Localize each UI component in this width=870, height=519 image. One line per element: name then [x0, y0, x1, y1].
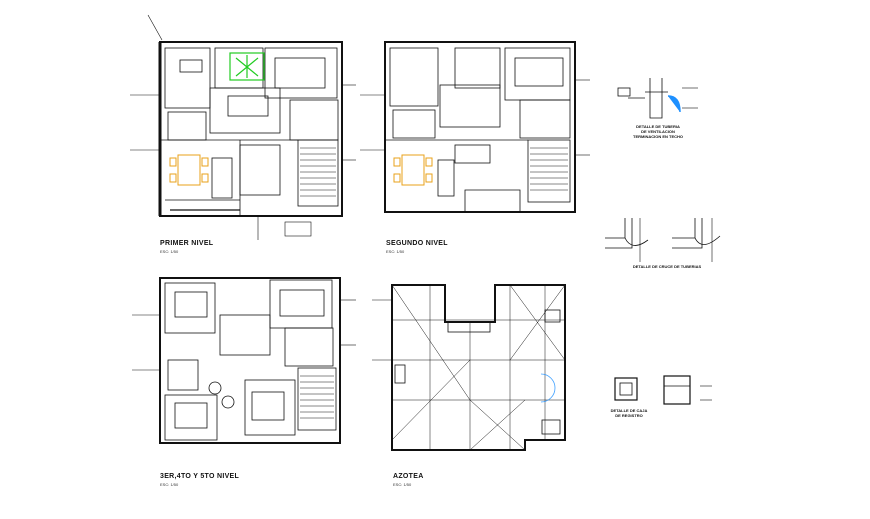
note-registro: DETALLE DE CAJA DE REGISTRO: [598, 408, 660, 418]
note-registro-line-2: DE REGISTRO: [615, 413, 643, 418]
note-cruce: DETALLE DE CRUCE DE TUBERIAS: [612, 264, 722, 269]
note-ventilacion: DETALLE DE TUBERIA DE VENTILACION TERMIN…: [612, 124, 704, 139]
note-registro-line-1: DETALLE DE CAJA: [610, 408, 648, 413]
plan-title-segundo: SEGUNDO NIVEL: [386, 240, 448, 247]
plan-azotea: [372, 284, 566, 451]
note-ventilacion-line-2: DE VENTILACION: [641, 129, 675, 134]
plan-title-tercero: 3ER,4TO Y 5TO NIVEL: [160, 473, 240, 480]
note-cruce-line-1: DETALLE DE CRUCE DE TUBERIAS: [632, 264, 702, 269]
note-ventilacion-line-3: TERMINACION EN TECHO: [633, 134, 683, 139]
plan-segundo-nivel: [360, 41, 590, 213]
detail-ventilacion: [617, 78, 698, 119]
plan-scale-azotea: ESC: 1/50: [393, 482, 412, 487]
plan-title-primer: PRIMER NIVEL: [160, 240, 214, 247]
plan-scale-tercero: ESC: 1/50: [160, 482, 179, 487]
detail-caja-registro: [614, 375, 712, 405]
plan-tercer-nivel: [132, 277, 356, 444]
plan-primer-nivel: [130, 14, 356, 240]
plan-scale-primer: ESC: 1/50: [160, 249, 179, 254]
detail-cruce-tuberias: [605, 218, 721, 262]
plan-title-azotea: AZOTEA: [393, 473, 424, 480]
note-ventilacion-line-1: DETALLE DE TUBERIA: [636, 124, 680, 129]
plan-scale-segundo: ESC: 1/50: [386, 249, 405, 254]
